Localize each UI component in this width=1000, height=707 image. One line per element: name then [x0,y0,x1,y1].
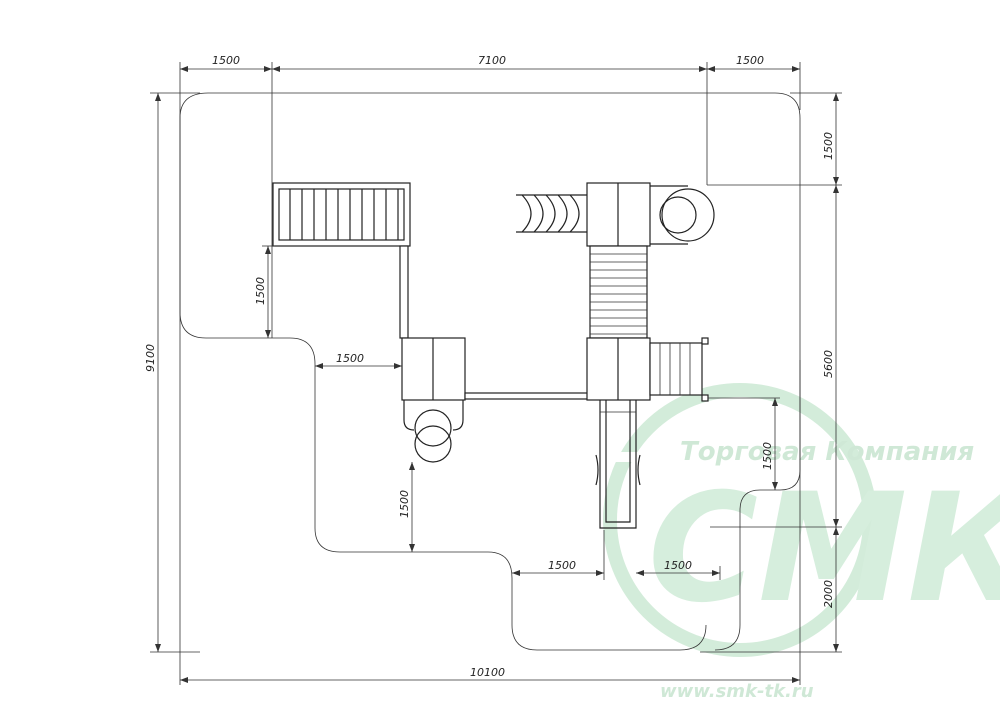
step-ladder [649,342,703,396]
dim-bottom-total: 10100 [470,666,505,679]
dim-right-top: 1500 [822,132,835,160]
left-spiral [414,409,452,447]
dim-right-middle: 5600 [822,350,835,378]
dimension-labels: 1500 7100 1500 1500 5600 2000 9100 10100… [144,54,835,679]
straight-slide [599,400,637,529]
playground-equipment [272,182,715,529]
dim-top-right: 1500 [736,54,764,67]
horizontal-ladder [272,182,411,247]
dim-inner-right-horizontal: 1500 [664,559,692,572]
stair-ramp [589,245,648,339]
safety-zone-outline [179,92,801,651]
watermark: Торговая Компания СМК www.smk-tk.ru [600,383,1000,702]
watermark-logo: СМК [648,462,1000,636]
watermark-company: Торговая Компания [680,437,974,467]
safety-zone-right [714,360,801,651]
dim-inner-left-horizontal: 1500 [336,352,364,365]
dim-inner-left-vertical: 1500 [254,277,267,305]
dim-left-total: 9100 [144,344,157,372]
outer-frame [150,62,842,685]
arc-ladder [516,194,587,233]
tube-slide [661,188,715,242]
watermark-url: www.smk-tk.ru [660,681,814,702]
watermark-ring [603,383,877,657]
dim-right-bottom: 2000 [822,580,835,608]
bridge [464,392,589,400]
dim-top-middle: 7100 [478,54,506,67]
dim-inner-lower-vertical: 1500 [398,490,411,518]
dim-top-left: 1500 [212,54,240,67]
dim-inner-bottom-horizontal: 1500 [548,559,576,572]
dim-inner-right-vertical: 1500 [761,442,774,470]
watermark-ring-gap [600,452,640,462]
inner-dimensions [262,245,780,580]
